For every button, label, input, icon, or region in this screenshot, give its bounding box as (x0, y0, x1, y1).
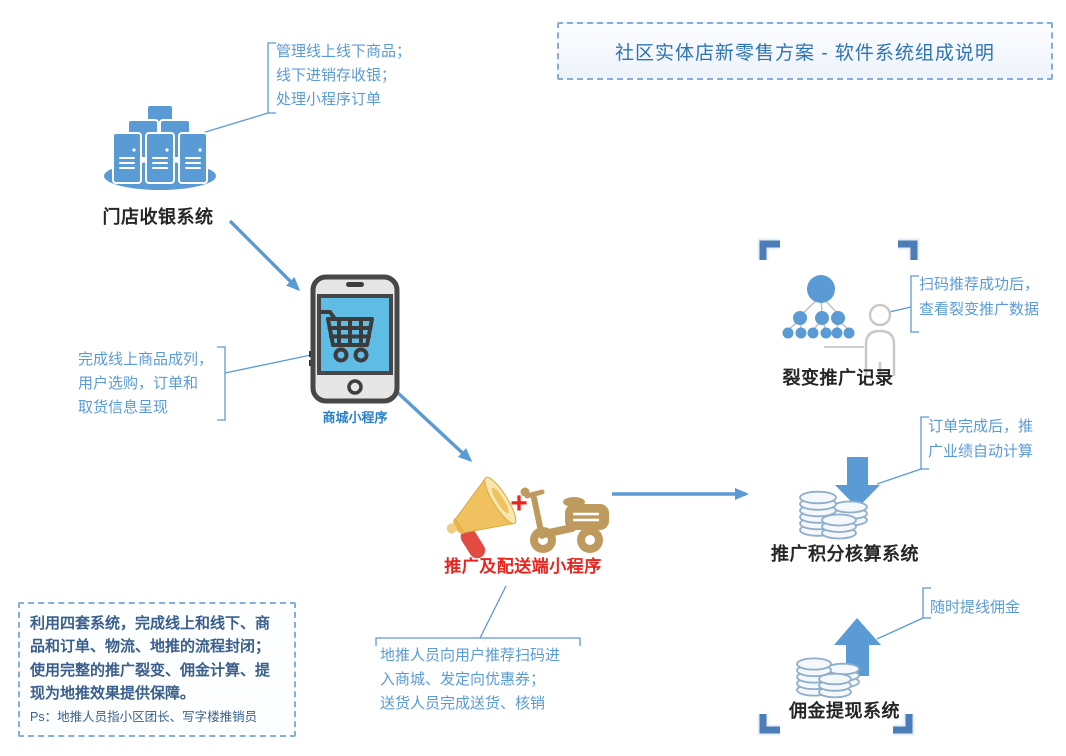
connector-points (876, 468, 922, 485)
annotation-line: 用户选购，订单和 (78, 375, 199, 392)
plus-sign: + (510, 487, 528, 520)
person-icon (864, 303, 896, 376)
annotation-line: 扫码推荐成功后， (919, 276, 1040, 293)
arrow-pos-to-mall (228, 219, 301, 292)
annotation-line: 处理小程序订单 (276, 91, 382, 108)
server-cluster-icon (104, 104, 216, 190)
fission-record-label: 裂变推广记录 (782, 368, 894, 388)
annotation-line: 管理线上线下商品； (276, 43, 412, 60)
bracket-fission (910, 275, 919, 333)
megaphone-scooter-group (446, 476, 609, 559)
connector-mall (224, 354, 312, 374)
annotation-line: 入商城、发定向优惠券； (380, 671, 546, 688)
corner-bottom-left-icon (759, 714, 780, 734)
annotation-line: 完成线上商品成列， (78, 351, 214, 368)
pos-annotation: 管理线上线下商品； 线下进销存收银； 处理小程序订单 (276, 40, 411, 112)
connector-ground-promo (479, 585, 507, 639)
points-annotation: 订单完成后，推 广业绩自动计算 (928, 414, 1033, 464)
down-arrow-icon (835, 457, 880, 508)
ground-promo-annotation: 地推人员向用户推荐扫码进 入商城、发定向优惠券； 送货人员完成送货、核销 (380, 644, 560, 716)
annotation-line: 随时提线佣金 (930, 599, 1021, 616)
corner-bottom-right-icon (893, 714, 913, 734)
corner-top-left-icon (759, 240, 780, 260)
bracket-ground-promo (375, 637, 581, 646)
connector-commission (876, 617, 924, 640)
annotation-line: 送货人员完成送货、核销 (380, 695, 546, 712)
title-box: 社区实体店新零售方案 - 软件系统组成说明 (557, 22, 1053, 80)
corner-top-right-icon (898, 240, 918, 260)
coin-stacks (796, 657, 860, 699)
annotation-brackets (198, 42, 931, 646)
bracket-commission (922, 587, 931, 619)
connector-pos (198, 112, 269, 135)
up-arrow-icon (834, 618, 881, 676)
annotation-line: 线下进销存收银； (276, 67, 397, 84)
flow-arrows (228, 219, 749, 500)
mall-annotation: 完成线上商品成列， 用户选购，订单和 取货信息呈现 (78, 348, 213, 420)
fission-annotation: 扫码推荐成功后， 查看裂变推广数据 (919, 272, 1039, 322)
mall-miniapp-label: 商城小程序 (322, 410, 388, 425)
promo-delivery-label: 推广及配送端小程序 (444, 557, 602, 576)
coins-up-arrow-icon (796, 618, 881, 699)
annotation-line: 查看裂变推广数据 (919, 301, 1040, 318)
bracket-pos (267, 42, 276, 114)
scooter-icon (520, 487, 609, 553)
annotation-line: 广业绩自动计算 (928, 443, 1034, 460)
annotation-line: 订单完成后，推 (928, 418, 1034, 435)
commission-annotation: 随时提线佣金 (930, 596, 1020, 620)
corner-bracket-frame (757, 238, 920, 736)
annotation-line: 取货信息呈现 (78, 399, 169, 416)
coin-stacks (799, 490, 868, 540)
summary-note-box: 利用四套系统，完成线上和线下、商品和订单、物流、地推的流程封闭；使用完整的推广裂… (18, 602, 296, 737)
page-title: 社区实体店新零售方案 - 软件系统组成说明 (615, 42, 995, 64)
note-ps: Ps：地推人员指小区团长、写字楼推销员 (30, 710, 258, 724)
shopping-cart-icon (320, 310, 374, 363)
note-body: 利用四套系统，完成线上和线下、商品和订单、物流、地推的流程封闭；使用完整的推广裂… (30, 615, 271, 702)
bracket-mall (217, 346, 226, 421)
smartphone-cart-icon (309, 274, 400, 404)
fission-tree-icon (782, 275, 896, 376)
pos-system-label: 门店收银系统 (102, 207, 214, 227)
commission-system-label: 佣金提现系统 (789, 701, 900, 721)
annotation-line: 地推人员向用户推荐扫码进 (380, 647, 561, 664)
coins-down-arrow-icon (799, 457, 880, 540)
arrow-mall-to-promo (395, 390, 473, 463)
bracket-points (920, 416, 929, 470)
megaphone-icon (446, 476, 517, 559)
points-system-label: 推广积分核算系统 (771, 544, 919, 564)
